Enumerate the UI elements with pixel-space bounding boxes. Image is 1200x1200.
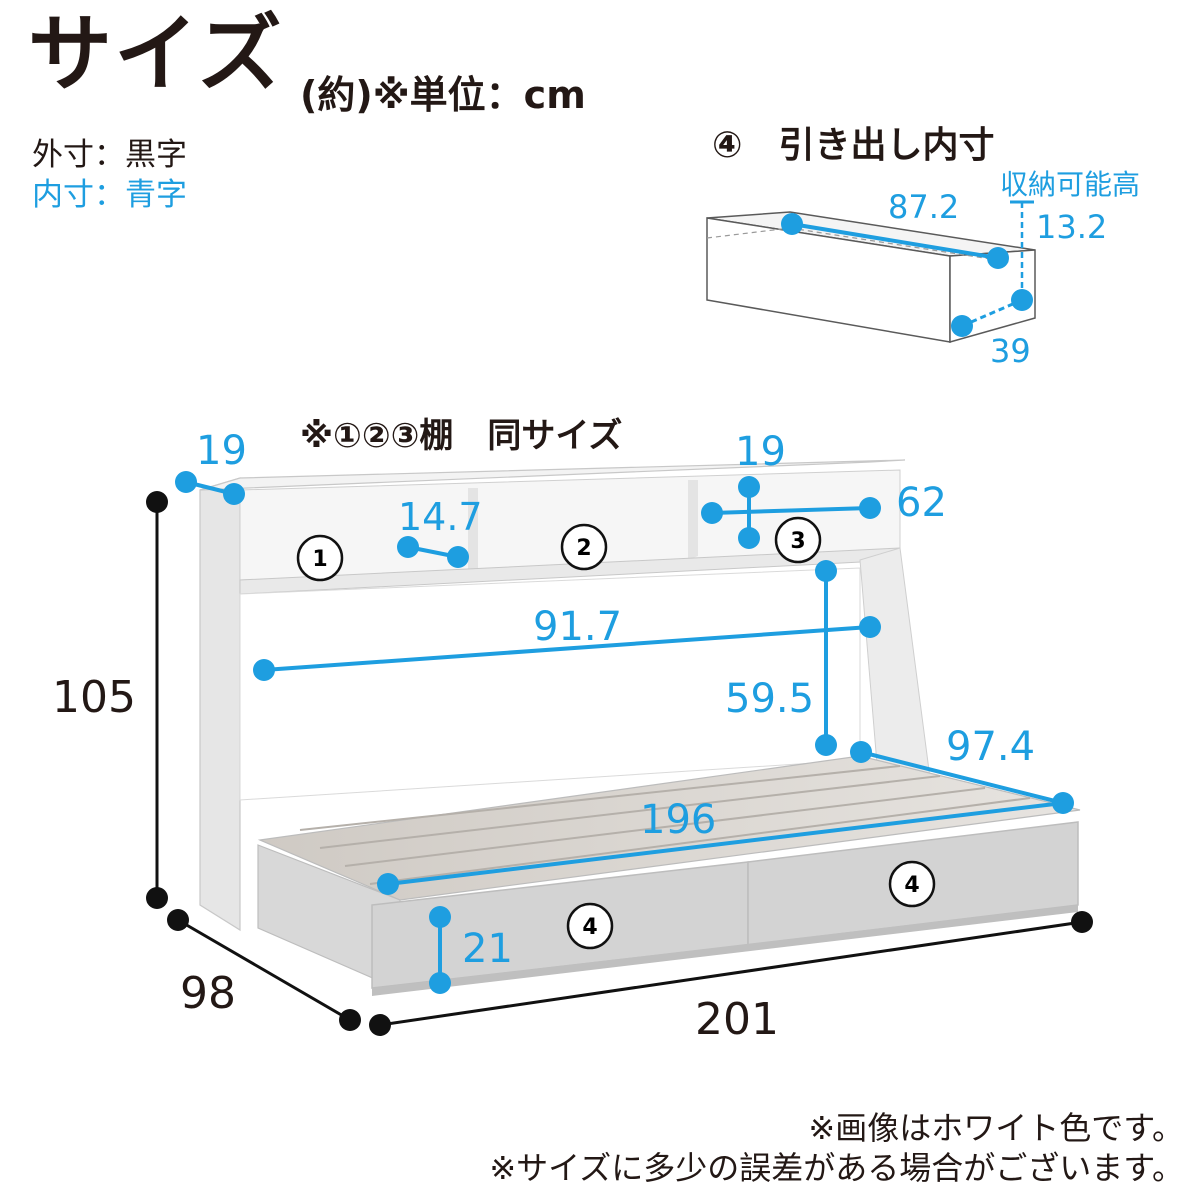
drawer-marker-b: 4 xyxy=(888,860,936,908)
svg-text:1: 1 xyxy=(312,547,327,572)
svg-text:4: 4 xyxy=(904,873,919,898)
svg-text:4: 4 xyxy=(582,915,597,940)
drawer-illustration xyxy=(706,200,1036,343)
dim-outer-width: 201 xyxy=(695,994,779,1045)
svg-text:3: 3 xyxy=(790,529,805,554)
legend-outer: 外寸：黒字 xyxy=(32,137,187,173)
dim-dot xyxy=(987,247,1009,269)
dim-outer-depth: 98 xyxy=(180,968,236,1019)
shelf-marker-1: 1 xyxy=(296,534,344,582)
dim-desk-height: 59.5 xyxy=(725,676,814,722)
drawer-inner-title: ④ 引き出し内寸 xyxy=(712,125,995,166)
dim-shelf-width: 14.7 xyxy=(398,495,483,539)
outer-dimensions xyxy=(146,491,1093,1036)
dim-shelf3-depth: 19 xyxy=(735,429,786,475)
dim-outer-height: 105 xyxy=(52,672,136,723)
storage-height-label: 収納可能高 xyxy=(1000,168,1141,201)
shelf-marker-3: 3 xyxy=(774,516,822,564)
dim-desk-width: 91.7 xyxy=(533,604,622,650)
dim-bed-width: 97.4 xyxy=(946,724,1035,770)
page-title: サイズ xyxy=(28,5,284,103)
dim-dot xyxy=(781,213,803,235)
dim-drawer-height: 21 xyxy=(462,926,513,972)
dim-dot xyxy=(951,315,973,337)
dim-bed-length: 196 xyxy=(640,797,716,843)
shelf-size-note: ※①②③棚 同サイズ xyxy=(300,416,623,456)
drawer-dim-depth: 39 xyxy=(990,332,1031,370)
drawer-dim-height: 13.2 xyxy=(1036,208,1107,246)
svg-text:2: 2 xyxy=(576,536,591,561)
inner-dimensions xyxy=(175,471,1074,994)
shelf-marker-2: 2 xyxy=(560,523,608,571)
legend-inner: 内寸：青字 xyxy=(32,177,187,213)
dim-dot xyxy=(1011,289,1033,311)
footer-note-color: ※画像はホワイト色です。 xyxy=(808,1109,1184,1147)
unit-note: (約)※単位：cm xyxy=(300,73,586,117)
dim-shelf-depth: 19 xyxy=(196,428,247,474)
drawer-marker-a: 4 xyxy=(566,902,614,950)
dim-shelf3-width: 62 xyxy=(896,480,947,526)
drawer-dim-width: 87.2 xyxy=(888,188,959,226)
footer-note-tolerance: ※サイズに多少の誤差がある場合がございます。 xyxy=(489,1149,1184,1187)
